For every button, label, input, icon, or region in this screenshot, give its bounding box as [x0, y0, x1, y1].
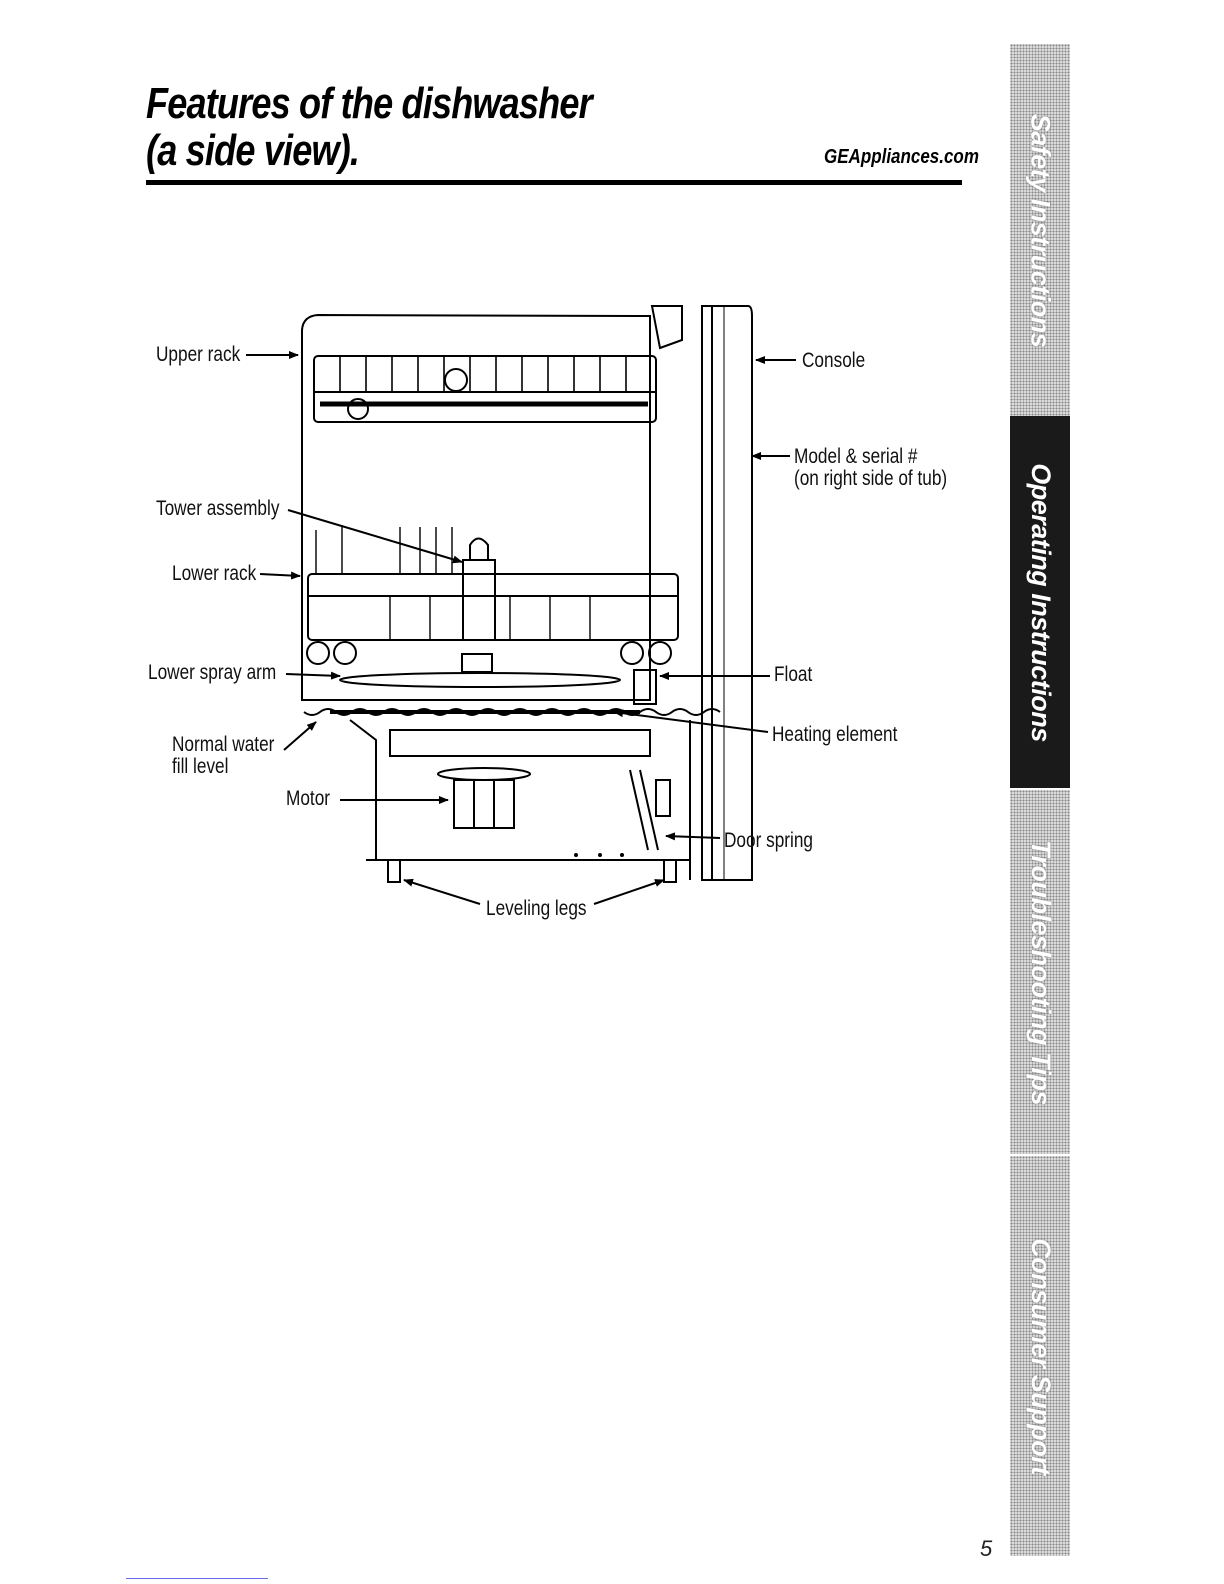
lower-rack: [306, 525, 679, 665]
page-title: Features of the dishwasher (a side view)…: [146, 79, 593, 175]
label-lower-spray-arm: Lower spray arm: [148, 661, 277, 684]
upper-rack: [313, 355, 657, 423]
header-rule: [146, 180, 962, 185]
label-heating-element: Heating element: [772, 723, 898, 746]
float: [633, 669, 657, 705]
tower-assembly: [462, 537, 496, 641]
label-door-spring: Door spring: [724, 829, 814, 852]
label-leveling-legs: Leveling legs: [486, 897, 587, 920]
leader-leg-left: [403, 878, 481, 905]
leader-leg-right: [593, 879, 665, 905]
label-float: Float: [774, 663, 813, 686]
tab-operating-instructions[interactable]: Operating Instructions: [1010, 416, 1070, 788]
door-spring: [629, 769, 671, 851]
sump-base: [349, 719, 691, 861]
title-line-1: Features of the dishwasher: [146, 79, 593, 128]
label-normal-water-1: Normal water: [172, 733, 275, 756]
label-console: Console: [802, 349, 866, 372]
lower-spray-arm: [339, 672, 621, 688]
leader-heating: [613, 709, 769, 733]
label-motor: Motor: [286, 787, 331, 810]
tub-outline: [301, 313, 651, 701]
leader-spray-arm: [285, 671, 341, 680]
label-lower-rack: Lower rack: [172, 562, 257, 585]
label-model-serial-2: (on right side of tub): [794, 467, 948, 490]
tab-consumer-support[interactable]: Consumer Support: [1010, 1156, 1070, 1556]
page-number: 5: [980, 1536, 993, 1561]
website-link[interactable]: GEAppliances.com: [824, 146, 979, 168]
section-tabs: Safety Instructions Operating Instructio…: [1010, 44, 1070, 1556]
leader-lower-rack: [259, 571, 301, 580]
leveling-legs: [387, 859, 677, 883]
motor: [437, 767, 531, 829]
label-upper-rack: Upper rack: [156, 343, 241, 366]
leader-door-spring: [665, 832, 721, 841]
tab-troubleshooting-tips[interactable]: Troubleshooting Tips: [1010, 790, 1070, 1154]
door-panel: [701, 305, 753, 881]
title-line-2: (a side view).: [146, 126, 360, 175]
leader-water: [283, 721, 317, 751]
label-model-serial-1: Model & serial #: [794, 445, 918, 468]
leader-tower: [287, 509, 463, 564]
spray-arm-hub: [461, 653, 493, 673]
base-frame: [366, 859, 691, 880]
label-tower-assembly: Tower assembly: [156, 497, 280, 520]
console-top: [650, 305, 683, 350]
motor-housing: [389, 729, 651, 757]
bottom-link-underline: [126, 1578, 268, 1579]
tab-safety-instructions[interactable]: Safety Instructions: [1010, 44, 1070, 416]
label-normal-water-2: fill level: [172, 755, 229, 778]
